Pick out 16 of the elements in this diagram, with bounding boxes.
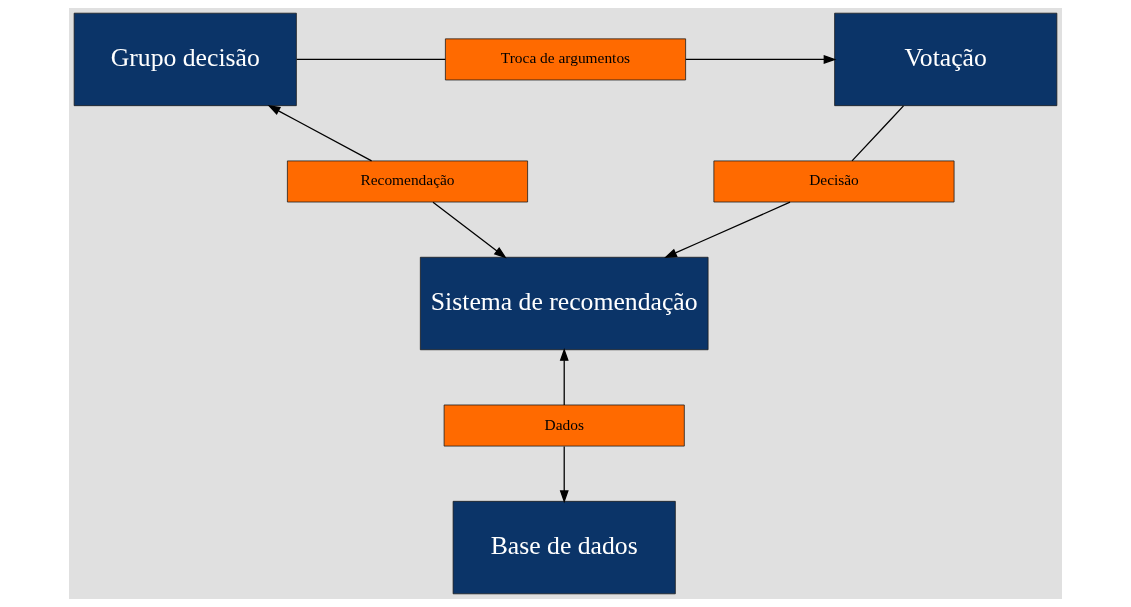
arrow bbox=[432, 201, 507, 259]
node-box: Votação bbox=[834, 12, 1058, 107]
node-box: Decisão bbox=[713, 160, 955, 203]
node-box: Troca de argumentos bbox=[445, 38, 686, 81]
arrow bbox=[685, 54, 837, 64]
arrow bbox=[559, 445, 569, 504]
node-box: Grupo decisão bbox=[73, 12, 297, 107]
arrow bbox=[267, 104, 373, 162]
node-box: Base de dados bbox=[452, 500, 676, 595]
node-box: Dados bbox=[443, 404, 685, 447]
node-box: Recomendação bbox=[287, 160, 528, 203]
arrow bbox=[664, 201, 791, 258]
connector bbox=[296, 58, 446, 61]
node-box: Sistema de recomendação bbox=[419, 256, 709, 351]
connector bbox=[851, 105, 905, 162]
arrow bbox=[559, 348, 569, 406]
